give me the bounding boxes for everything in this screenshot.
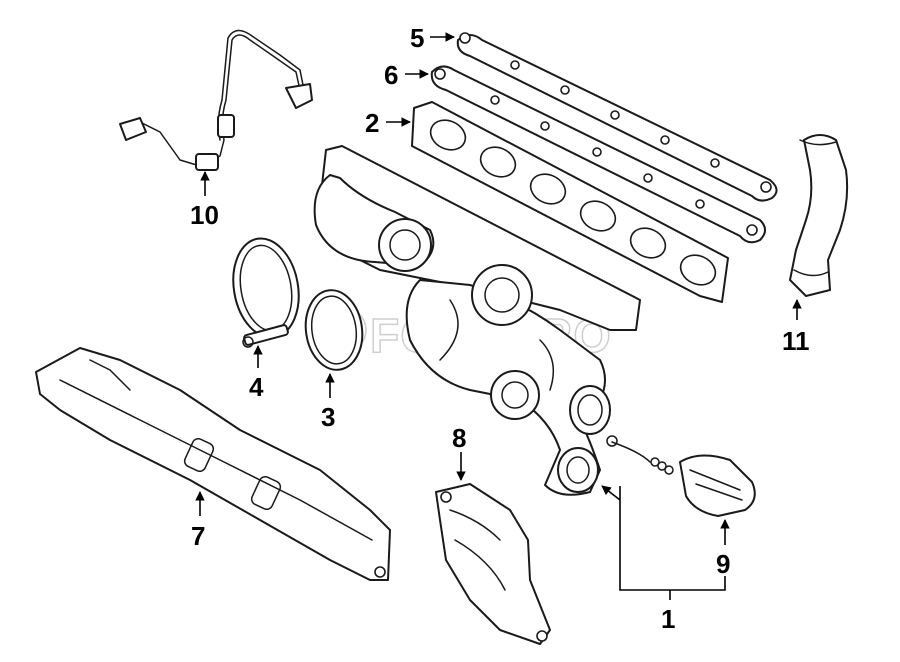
callout-5: 5: [410, 23, 455, 53]
callout-7-label: 7: [191, 521, 205, 551]
part-3-gasket-ring: [304, 289, 364, 371]
callout-11-label: 11: [782, 326, 810, 356]
callout-9: 9: [716, 519, 730, 579]
callout-1: 1: [601, 485, 726, 634]
callout-3: 3: [321, 373, 335, 432]
part-8-heat-shield: [435, 483, 551, 645]
callout-10: 10: [190, 171, 219, 230]
callout-5-label: 5: [410, 23, 424, 53]
part-9-actuator: [606, 435, 756, 517]
callout-4: 4: [249, 345, 264, 402]
part-5-gasket-strip: [456, 32, 778, 202]
callout-7: 7: [191, 491, 205, 551]
callout-8: 8: [452, 423, 466, 481]
part-11-hose: [789, 134, 849, 297]
callout-3-label: 3: [321, 402, 335, 432]
callout-6-label: 6: [384, 60, 398, 90]
callout-9-label: 9: [716, 549, 730, 579]
part-2-manifold-gasket: [411, 101, 729, 303]
part-10-feed-line: [119, 29, 313, 171]
callout-10-label: 10: [190, 200, 219, 230]
part-7-heat-shield: [35, 347, 391, 581]
callout-1-label: 1: [661, 604, 675, 634]
part-4-clamp: [232, 237, 300, 348]
callout-2-label: 2: [365, 108, 379, 138]
callout-2: 2: [365, 108, 411, 138]
callout-11: 11: [782, 299, 810, 356]
part-1-turbocharger-manifold: [313, 145, 641, 496]
part-6-gasket-strip: [430, 65, 766, 244]
callout-6: 6: [384, 60, 429, 90]
callout-8-label: 8: [452, 423, 466, 453]
callout-4-label: 4: [249, 372, 264, 402]
